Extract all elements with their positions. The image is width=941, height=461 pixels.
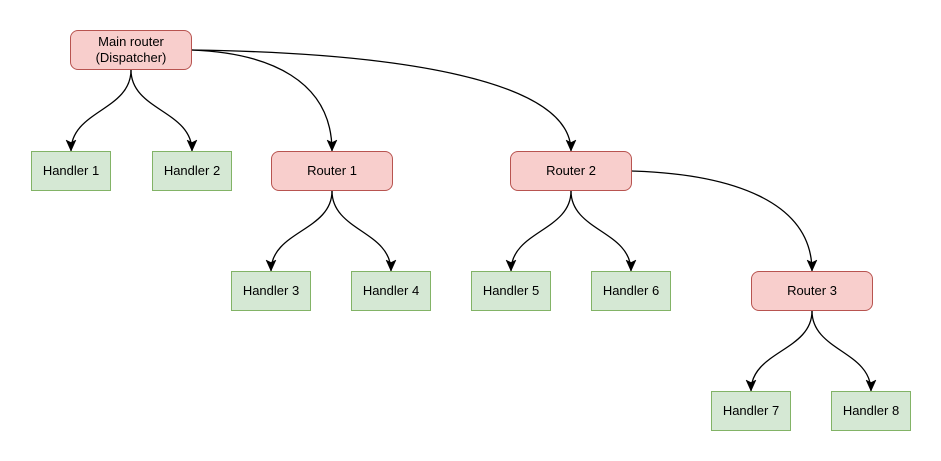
node-label: Handler 3 [242,282,300,298]
node-label: Handler 5 [482,282,540,298]
node-label: Handler 2 [163,162,221,178]
edge-router-3-to-handler-8 [811,310,877,392]
node-label: Router 1 [307,162,357,178]
edge-router-2-to-handler-5 [505,190,572,272]
node-handler-3: Handler 3 [231,271,311,311]
node-router-2: Router 2 [510,151,632,191]
node-handler-1: Handler 1 [31,151,111,191]
edge-router-1-to-handler-3 [265,190,333,272]
node-handler-5: Handler 5 [471,271,551,311]
node-handler-4: Handler 4 [351,271,431,311]
node-main-router: Main router(Dispatcher) [70,30,192,70]
edge-main-router-to-handler-1 [65,69,132,152]
node-handler-2: Handler 2 [152,151,232,191]
edge-router-1-to-handler-4 [331,190,397,272]
node-handler-7: Handler 7 [711,391,791,431]
edge-router-2-to-router-3 [631,170,818,272]
edge-main-router-to-router-1 [191,49,338,152]
node-label: Main router [98,33,164,49]
node-label: Handler 8 [842,402,900,418]
node-label: Router 2 [546,162,596,178]
node-router-1: Router 1 [271,151,393,191]
edge-main-router-to-handler-2 [130,69,198,152]
node-label: Handler 7 [722,402,780,418]
node-label: (Dispatcher) [95,50,167,65]
node-router-3: Router 3 [751,271,873,311]
node-label: Handler 6 [602,282,660,298]
node-handler-8: Handler 8 [831,391,911,431]
node-label: Handler 4 [362,282,420,298]
node-label: Handler 1 [42,162,100,178]
edge-main-router-to-router-2 [191,49,577,152]
edge-router-3-to-handler-7 [745,310,813,392]
node-handler-6: Handler 6 [591,271,671,311]
edge-router-2-to-handler-6 [570,190,637,272]
node-label: Router 3 [787,282,837,298]
